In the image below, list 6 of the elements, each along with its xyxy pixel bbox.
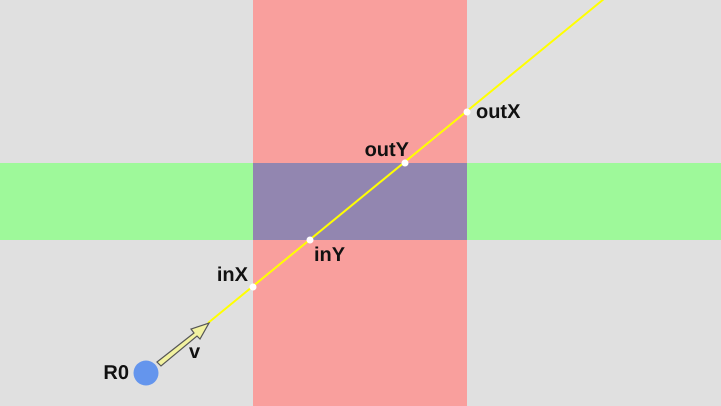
point-label: R0	[103, 362, 129, 384]
point-label: inY	[314, 244, 346, 266]
vector-label: v	[189, 341, 200, 363]
point-label: outX	[476, 101, 520, 123]
point-label: outY	[364, 139, 409, 161]
point-label: inX	[216, 264, 248, 286]
